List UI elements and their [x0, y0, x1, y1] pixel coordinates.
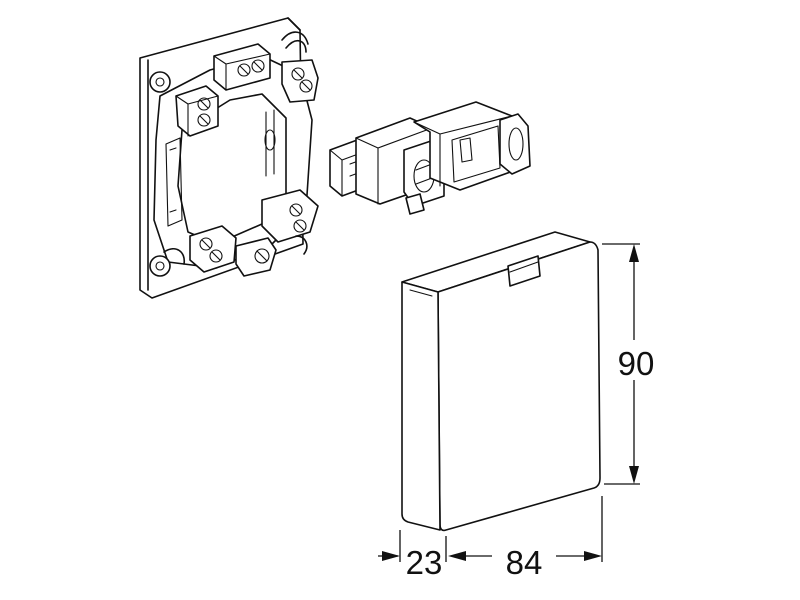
dimension-depth: 23 — [378, 530, 447, 581]
dimension-height: 90 — [602, 243, 658, 485]
height-label: 90 — [618, 345, 655, 382]
mounting-frame — [139, 17, 319, 299]
switch-insert — [329, 101, 531, 215]
depth-label: 23 — [406, 544, 443, 581]
dimension-width: 84 — [448, 496, 603, 581]
width-label: 84 — [506, 544, 543, 581]
cover-plate — [401, 231, 601, 532]
